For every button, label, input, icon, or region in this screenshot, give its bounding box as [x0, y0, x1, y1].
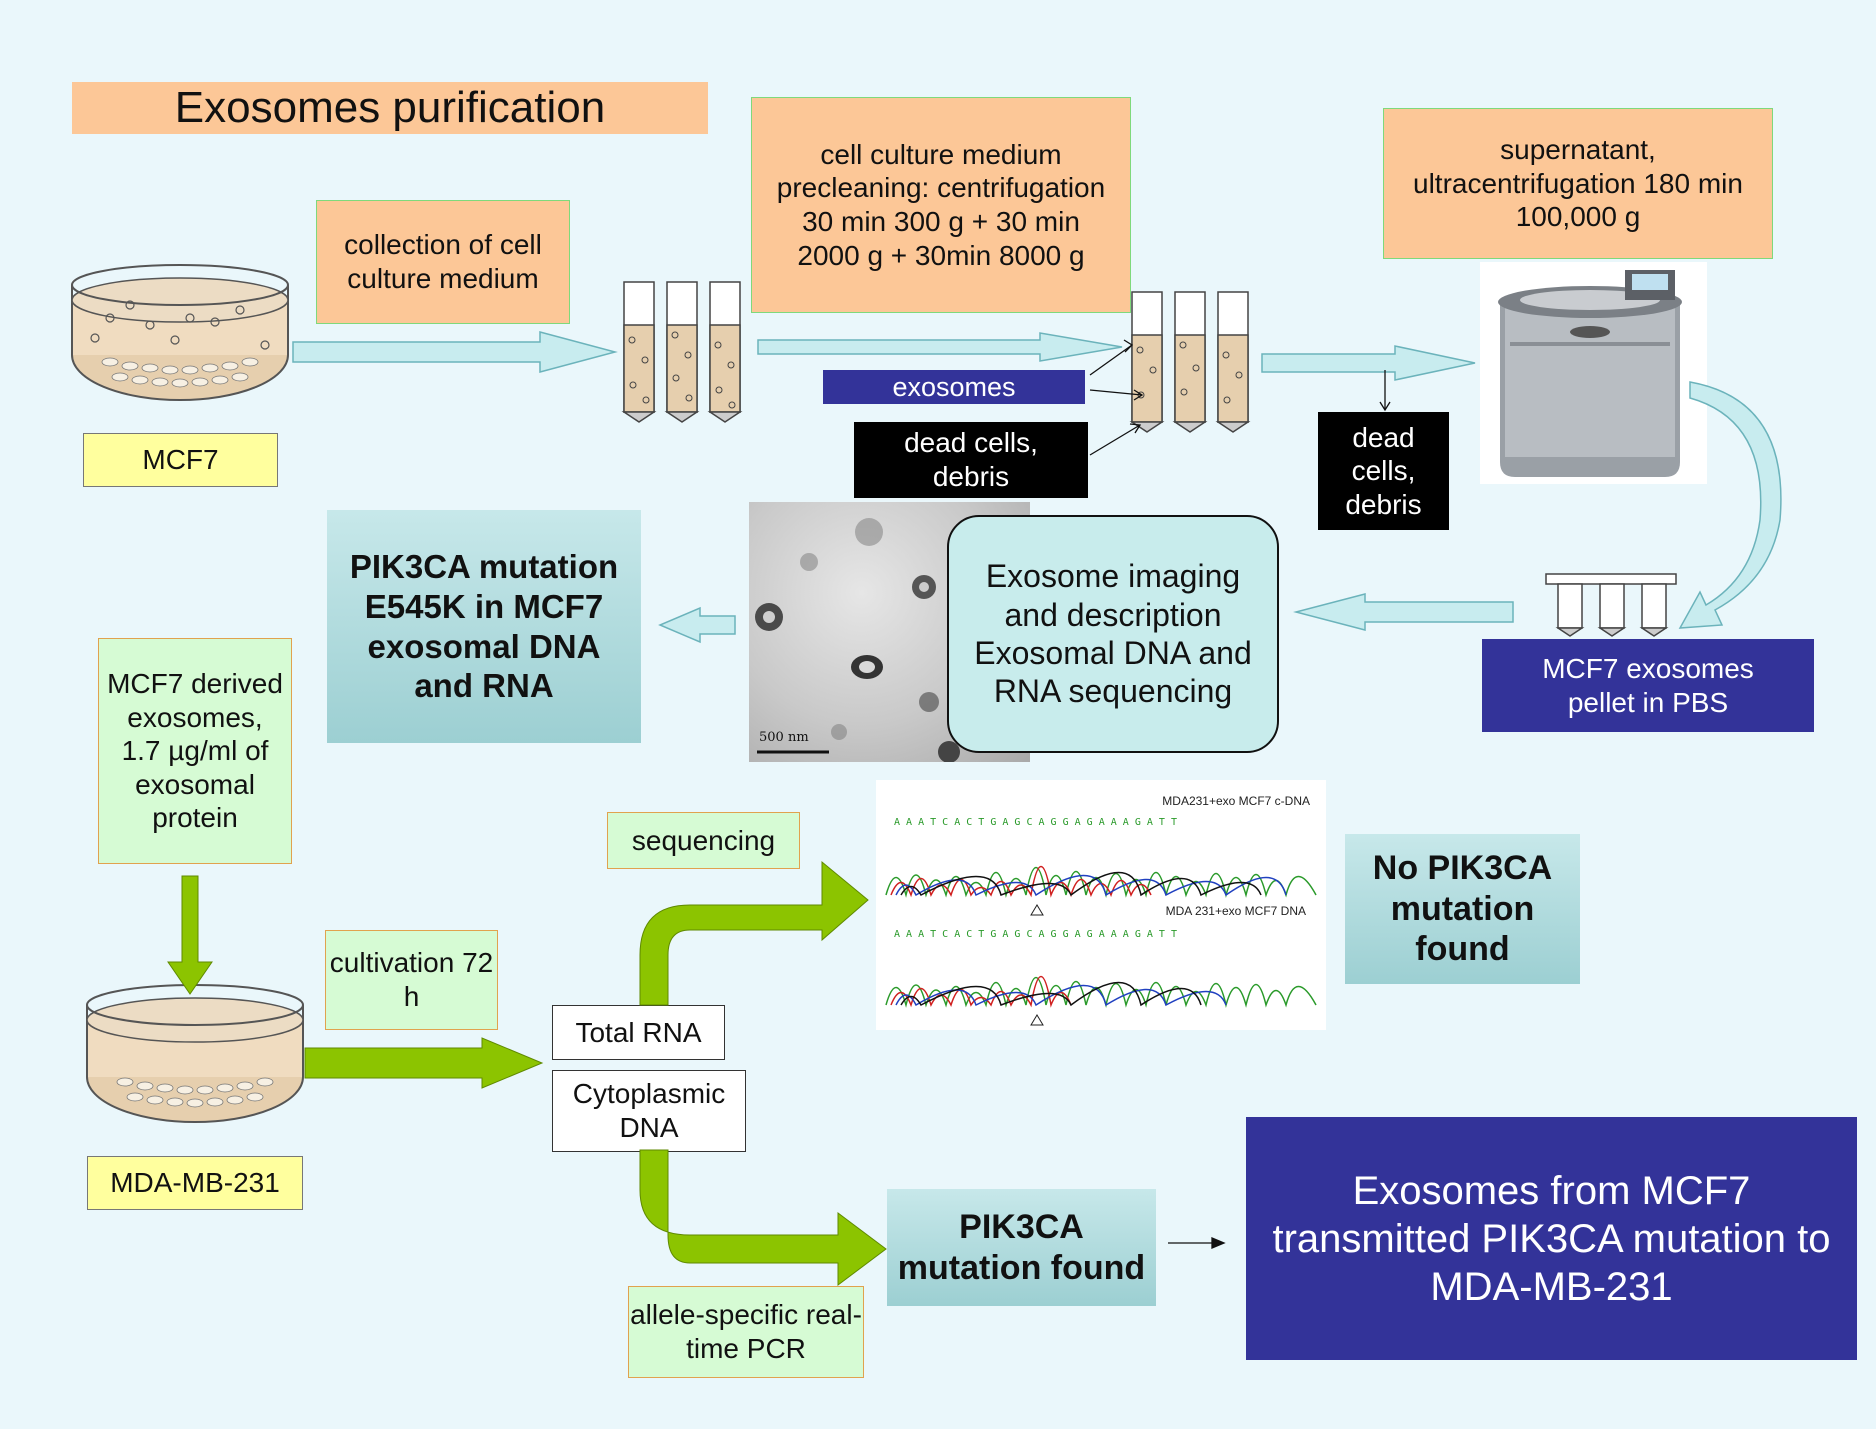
ultracentrifuge-label: supernatant, ultracentrifugation 180 min…: [1383, 108, 1773, 259]
arrow-centrifuge-to-pellet: [1678, 381, 1782, 629]
imaging-label: Exosome imaging and description Exosomal…: [947, 515, 1279, 753]
arrow-tubes-to-tubes: [757, 332, 1123, 362]
mcf7-label: MCF7: [83, 433, 278, 487]
arrow-dish-to-tubes: [292, 331, 618, 373]
dead-cells-label-2: dead cells, debris: [1318, 412, 1449, 530]
scale-bar-label: 500 nm: [759, 730, 809, 745]
seq-bottom: A A A T C A C T G A G C A G G A G A A A …: [894, 929, 1177, 940]
thin-arrows: [1089, 339, 1391, 1249]
petri-dish-mcf7: [71, 264, 289, 401]
arrow-dish-to-rna: [304, 1037, 544, 1089]
arrow-dna-to-pcr: [639, 1149, 887, 1286]
conclusion-box: Exosomes from MCF7 transmitted PIK3CA mu…: [1246, 1117, 1857, 1360]
pellet-tubes: [1545, 573, 1677, 637]
derived-exosomes-label: MCF7 derived exosomes, 1.7 µg/ml of exos…: [98, 638, 292, 864]
arrow-pellet-to-imaging: [1293, 593, 1514, 631]
exosomes-label: exosomes: [823, 370, 1085, 404]
cytoplasmic-dna-label: Cytoplasmic DNA: [552, 1070, 746, 1152]
tubes-second: [1129, 291, 1251, 433]
petri-dish-mda: [86, 984, 304, 1123]
collection-label: collection of cell culture medium: [316, 200, 570, 324]
pcr-label: allele-specific real-time PCR: [628, 1286, 864, 1378]
preclean-label: cell culture medium precleaning: centrif…: [751, 97, 1131, 313]
blue-arrows: [292, 331, 1782, 644]
dead-cells-label-1: dead cells, debris: [854, 422, 1088, 498]
arrow-tubes-to-centrifuge: [1261, 345, 1476, 381]
chromatogram-top-label: MDA231+exo MCF7 c-DNA: [1162, 794, 1310, 808]
green-arrows: [167, 860, 887, 1286]
pellet-label: MCF7 exosomes pellet in PBS: [1482, 639, 1814, 732]
seq-top: A A A T C A C T G A G C A G G A G A A A …: [894, 817, 1177, 828]
no-mutation-label: No PIK3CA mutation found: [1345, 834, 1580, 984]
chromatogram: A A A T C A C T G A G C A G G A G A A A …: [876, 780, 1326, 1030]
centrifuge-image: [1480, 262, 1707, 484]
sequencing-label: sequencing: [607, 812, 800, 869]
arrow-derived-to-dish: [167, 875, 213, 995]
tubes-first: [621, 281, 743, 423]
chromatogram-bottom-label: MDA 231+exo MCF7 DNA: [1165, 904, 1306, 918]
mutation-found-label: PIK3CA mutation found: [887, 1189, 1156, 1306]
chromatogram-traces: A A A T C A C T G A G C A G G A G A A A …: [885, 817, 1317, 1026]
page-title: Exosomes purification: [72, 82, 708, 134]
mda-label: MDA-MB-231: [87, 1156, 303, 1210]
pik-e545k-label: PIK3CA mutation E545K in MCF7 exosomal D…: [327, 510, 641, 743]
arrow-imaging-to-pik: [658, 606, 736, 644]
total-rna-label: Total RNA: [552, 1005, 725, 1060]
cultivation-label: cultivation 72 h: [325, 930, 498, 1030]
arrow-rna-to-sequencing: [639, 860, 869, 1006]
